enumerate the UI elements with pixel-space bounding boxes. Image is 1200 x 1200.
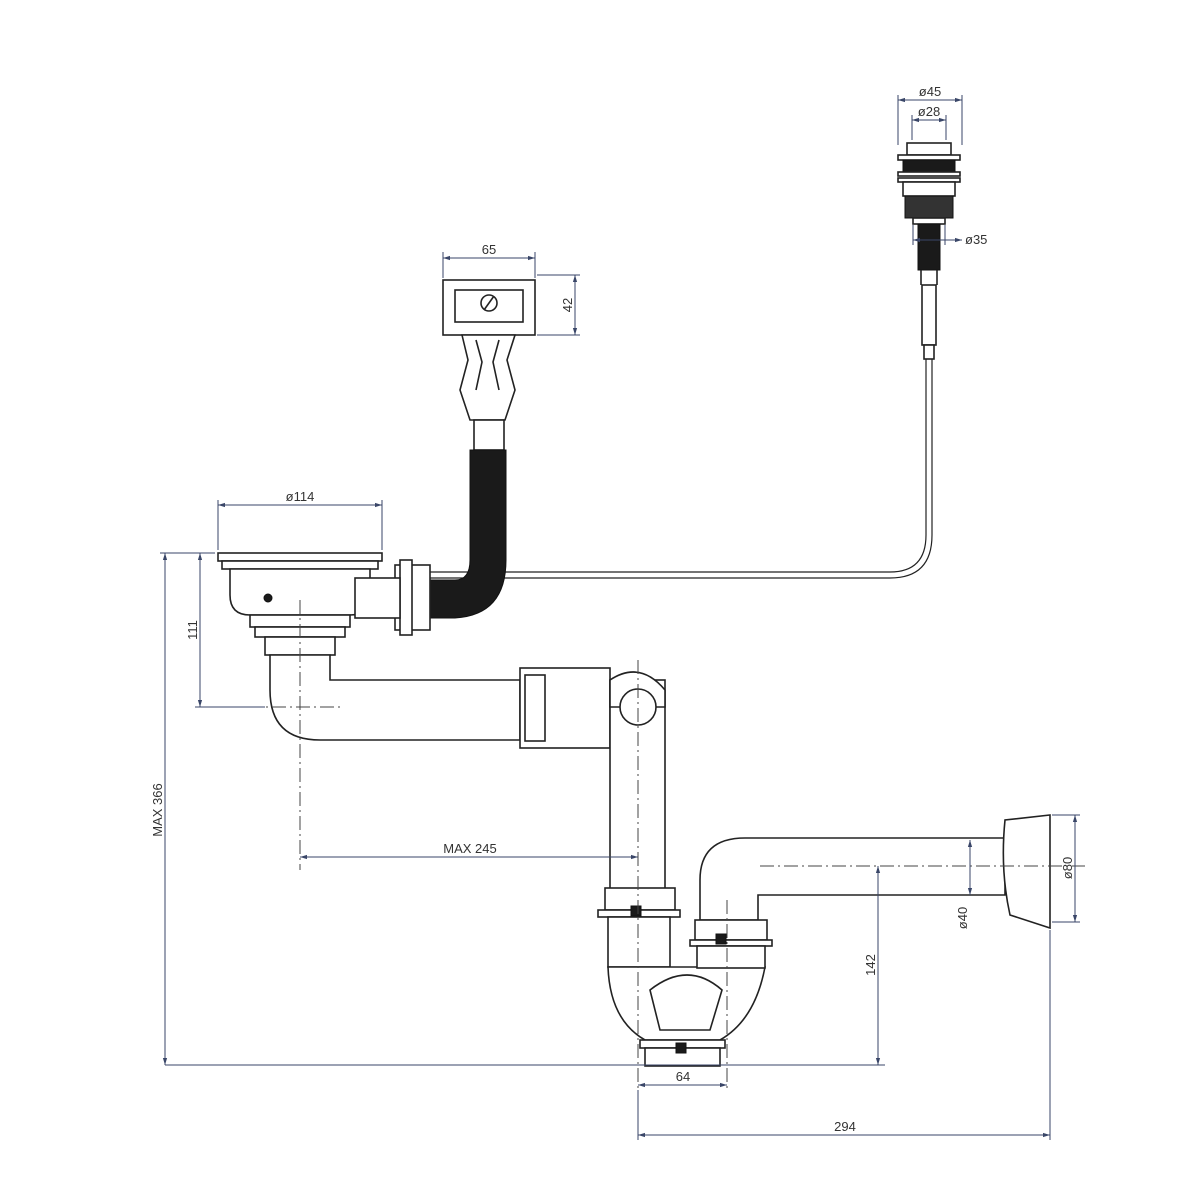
bottle-trap (597, 814, 1051, 1067)
dim-pushbutton-inner: ø28 (918, 104, 940, 119)
dim-overflow-width: 65 (482, 242, 496, 257)
dim-outlet-height: 142 (863, 954, 878, 976)
dim-overflow-height: 42 (560, 298, 575, 312)
dim-trap-width: 64 (676, 1069, 690, 1084)
control-cable (400, 359, 933, 579)
dim-pushbutton-thread: ø35 (965, 232, 987, 247)
dim-outlet-pipe: ø40 (955, 907, 970, 929)
dimension-lines (160, 95, 1080, 1140)
dim-pushbutton-outer: ø45 (919, 84, 941, 99)
dim-strainer-height: 111 (185, 620, 200, 640)
dim-max-height: MAX 366 (150, 783, 165, 836)
dim-wall-flange: ø80 (1060, 857, 1075, 879)
overflow (394, 279, 536, 636)
dim-total-depth: 294 (834, 1119, 856, 1134)
dim-max-horizontal: MAX 245 (443, 841, 496, 856)
basket-strainer (217, 552, 401, 656)
dim-strainer-diameter: ø114 (286, 489, 315, 504)
pushbutton (897, 142, 961, 360)
